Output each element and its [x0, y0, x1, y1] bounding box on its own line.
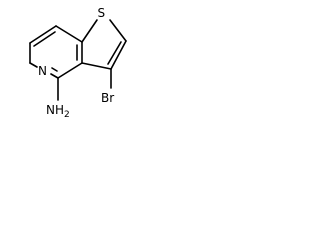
- bond-group: [29, 19, 127, 101]
- nitrogen-atom-label: N: [38, 64, 47, 78]
- chemical-structure-diagram: S N Br NH2: [29, 6, 127, 120]
- amine-label: NH: [46, 103, 64, 117]
- bromine-atom-label: Br: [101, 91, 114, 105]
- bond-c4-c3a: [57, 62, 83, 79]
- bond-c6-n5: [29, 62, 38, 68]
- bond-c7-c7a: [29, 25, 57, 44]
- bond-c3-c3a: [81, 62, 112, 70]
- bond-n5-c4-double: [51, 67, 58, 72]
- bond-c7-c6-double: [33, 31, 56, 47]
- sulfur-atom-label: S: [98, 6, 106, 20]
- amine-group-label: NH2: [46, 103, 70, 120]
- atom-label-group: S N Br NH2: [38, 6, 114, 120]
- bond-n5-c4: [50, 73, 59, 79]
- bond-c7a-s1: [81, 19, 98, 43]
- bond-c2-c3: [110, 40, 127, 70]
- bond-c7a-c7: [55, 25, 83, 43]
- amine-subscript: 2: [64, 110, 70, 120]
- bond-s1-c2: [109, 19, 127, 42]
- bond-c2-c3-double: [107, 41, 122, 65]
